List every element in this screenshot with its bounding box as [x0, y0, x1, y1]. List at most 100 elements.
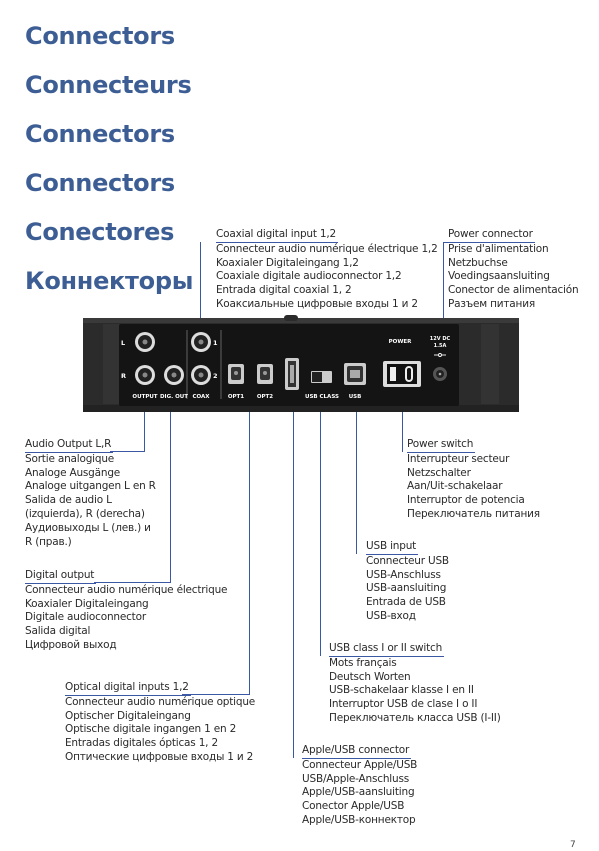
- callout-line: Оптические цифровые входы 1 и 2: [65, 750, 254, 763]
- rca-jack-coax-2-icon: [191, 365, 211, 385]
- page-number: 7: [570, 840, 576, 850]
- rca-jack-digital-out-icon: [164, 365, 184, 385]
- callout-line: Mots français: [329, 656, 397, 669]
- callout-line: (izquierda), R (derecha): [25, 507, 145, 520]
- label-l: L: [121, 339, 125, 347]
- power-switch-icon: [383, 361, 421, 387]
- callout-line: Netzschalter: [407, 466, 471, 479]
- callout-line: Prise d'alimentation: [448, 242, 549, 255]
- rca-jack-left-icon: [135, 332, 155, 352]
- callout-line: Optischer Digitaleingang: [65, 709, 191, 722]
- heading-dutch: Connectors: [25, 169, 175, 197]
- callout-line: Interrupteur secteur: [407, 452, 510, 465]
- callout-line: Apple/USB-коннектор: [302, 813, 416, 826]
- label-dc-current: 1.5A: [434, 343, 447, 349]
- callout-line: Netzbuchse: [448, 256, 508, 269]
- callout-line: Цифровой выход: [25, 638, 117, 651]
- usb-b-port-icon: [344, 363, 366, 385]
- callout-line: Interruptor USB de clase I o II: [329, 698, 478, 711]
- callout-line: Connecteur USB: [366, 554, 449, 567]
- callout-line: Koaxialer Digitaleingang: [25, 597, 149, 610]
- heading-french: Connecteurs: [25, 71, 192, 99]
- callout-line: Deutsch Worten: [329, 670, 411, 683]
- callout-line: USB-вход: [366, 609, 416, 622]
- label-r: R: [121, 372, 126, 380]
- optical-port-2-icon: [257, 364, 273, 384]
- leader-line-digital-output: [170, 398, 172, 583]
- callout-line: Коаксиальные цифровые входы 1 и 2: [216, 297, 418, 310]
- leader-line-power-connector: [443, 242, 445, 336]
- callout-line: R (прав.): [25, 535, 72, 548]
- callout-line: Entrada digital coaxial 1, 2: [216, 284, 352, 297]
- callout-line: Connecteur audio numérique électrique 1,…: [216, 242, 438, 255]
- callout-line: Koaxialer Digitaleingang 1,2: [216, 256, 359, 269]
- leader-line-digital-output-horizontal: [94, 582, 171, 584]
- leader-line-power-switch: [402, 398, 404, 452]
- callout-line: USB-aansluiting: [366, 582, 447, 595]
- callout-line: Analoge Ausgänge: [25, 466, 121, 479]
- leader-line-coaxial-input: [200, 242, 202, 326]
- label-dig-out: DIG. OUT: [160, 394, 188, 400]
- callout-line: Apple/USB-aansluiting: [302, 786, 415, 799]
- label-usb-class: USB CLASS: [305, 394, 339, 400]
- callout-line: Aan/Uit-schakelaar: [407, 480, 503, 493]
- callout-line: Optische digitale ingangen 1 en 2: [65, 723, 237, 736]
- callout-line: Connecteur Apple/USB: [302, 758, 418, 771]
- heading-german: Connectors: [25, 120, 175, 148]
- callout-line: Conector Apple/USB: [302, 800, 405, 813]
- callout-line: USB/Apple-Anschluss: [302, 772, 409, 785]
- callout-title: Optical digital inputs 1,2: [65, 681, 191, 696]
- leader-line-apple-usb: [293, 398, 295, 758]
- usb-class-switch-icon: [311, 371, 332, 383]
- label-coax: COAX: [192, 394, 210, 400]
- leader-line-usb-class-switch: [320, 398, 322, 656]
- apple-usb-port-icon: [285, 358, 299, 390]
- callout-line: Salida digital: [25, 625, 91, 638]
- callout-line: Entradas digitales ópticas 1, 2: [65, 737, 218, 750]
- callout-title: Digital output: [25, 569, 97, 584]
- callout-line: Salida de audio L: [25, 494, 112, 507]
- label-usb: USB: [349, 394, 362, 400]
- label-opt2: OPT2: [257, 394, 273, 400]
- callout-line: Разъем питания: [448, 297, 535, 310]
- heading-spanish: Conectores: [25, 218, 175, 246]
- callout-line: Connecteur audio numérique électrique: [25, 583, 228, 596]
- heading-english: Connectors: [25, 22, 175, 50]
- dc-power-jack-icon: [433, 367, 447, 381]
- dc-polarity-icon: [434, 353, 446, 357]
- rca-jack-right-icon: [135, 365, 155, 385]
- label-output: OUTPUT: [132, 394, 157, 400]
- callout-line: Voedingsaansluiting: [448, 270, 550, 283]
- optical-port-1-icon: [228, 364, 244, 384]
- callout-title: USB input: [366, 540, 419, 555]
- label-dc-voltage: 12V DC: [430, 336, 451, 342]
- callout-line: Sortie analogique: [25, 452, 115, 465]
- callout-title: USB class I or II switch: [329, 642, 445, 657]
- callout-line: Coaxiale digitale audioconnector 1,2: [216, 270, 402, 283]
- callout-line: Переключатель класса USB (I-II): [329, 711, 501, 724]
- callout-title: Apple/USB connector: [302, 744, 412, 759]
- leader-line-power-connector-tick: [443, 242, 449, 244]
- callout-line: Digitale audioconnector: [25, 611, 146, 624]
- leader-line-optical-inputs-horizontal: [182, 694, 250, 696]
- label-power: POWER: [389, 339, 413, 345]
- callout-line: Analoge uitgangen L en R: [25, 480, 156, 493]
- callout-title: Coaxial digital input 1,2: [216, 228, 339, 243]
- heading-russian: Коннекторы: [25, 267, 194, 295]
- leader-line-usb-input: [356, 398, 358, 554]
- callout-line: Conector de alimentación: [448, 284, 579, 297]
- label-opt1: OPT1: [228, 394, 244, 400]
- label-coax-2: 2: [213, 372, 218, 380]
- label-coax-1: 1: [213, 339, 218, 347]
- leader-line-optical-inputs: [249, 398, 251, 695]
- leader-line-audio-output-horizontal: [110, 451, 145, 453]
- callout-line: Interruptor de potencia: [407, 494, 525, 507]
